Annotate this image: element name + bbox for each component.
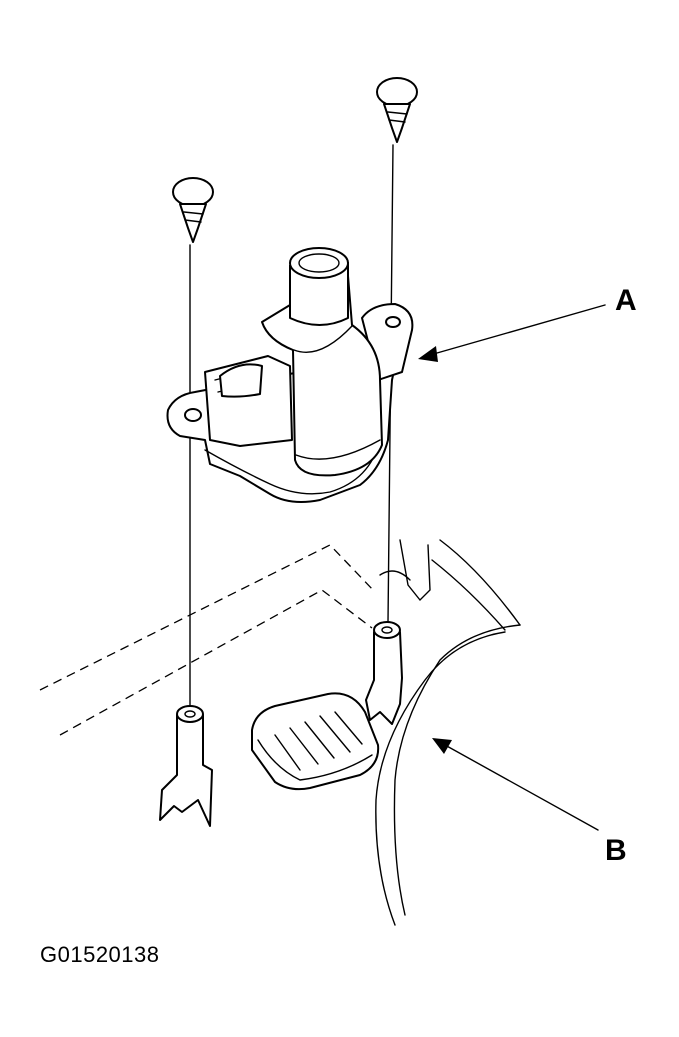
figure-id: G01520138 [40,942,160,967]
leader-arrow-b [432,738,599,831]
mount-post-left [159,705,213,827]
bolt-left [172,177,214,243]
engine-outline [39,539,521,926]
bolt-right [376,77,418,143]
mount-post-right [365,621,403,725]
callout-label-b: B [605,834,627,867]
coil-seat [251,692,380,791]
leader-arrow-a [418,304,606,362]
callout-label-a: A [615,284,637,317]
ignition-coil [166,247,414,503]
